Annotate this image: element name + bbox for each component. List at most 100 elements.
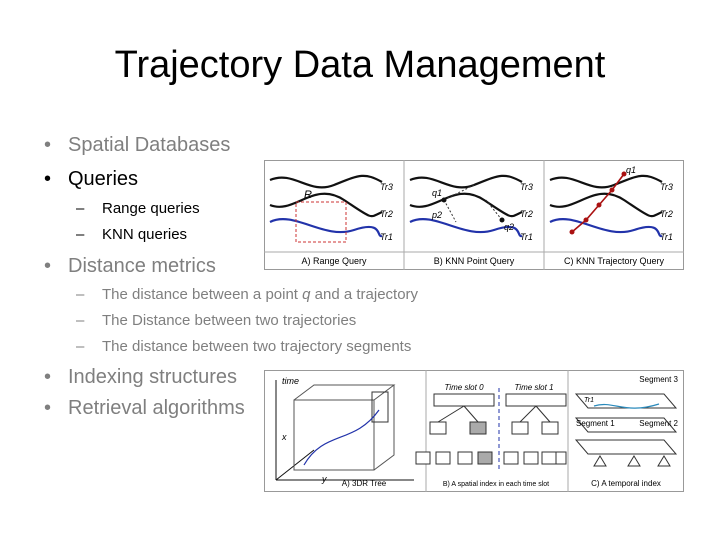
- slot0-label: Time slot 0: [444, 383, 484, 392]
- slide-title: Trajectory Data Management: [114, 44, 606, 86]
- query-point: [583, 217, 589, 223]
- time-axis-label: time: [282, 376, 299, 386]
- caption-knn-trajectory-query: C) KNN Trajectory Query: [564, 256, 665, 266]
- range-label: R: [304, 189, 312, 201]
- distance-line: [485, 199, 503, 221]
- distance-line: [443, 184, 475, 201]
- segment3-label: Segment 3: [639, 375, 678, 384]
- index-node: [511, 421, 529, 435]
- panel-spatial-index: Time slot 0 Time slot 1 B) A spatial ind…: [415, 383, 567, 488]
- tr1-label: Tr1: [380, 232, 393, 242]
- trajectory-tr1: [269, 218, 383, 238]
- dash-glyph: –: [76, 286, 85, 303]
- q2-label: q2: [504, 222, 514, 232]
- bullet-glyph: •: [44, 168, 52, 190]
- tr1-label: Tr1: [660, 232, 673, 242]
- panel-3dr-tree: time x y A) 3DR Tree: [275, 376, 414, 488]
- tr1-label: Tr1: [584, 397, 594, 404]
- bullet-label: Queries: [68, 168, 139, 190]
- bullet-label: Distance metrics: [68, 255, 216, 277]
- dash-glyph: –: [76, 200, 85, 217]
- panel-range-query: R Tr3 Tr2 Tr1 A) Range Query: [269, 174, 393, 266]
- query-point: [596, 202, 602, 208]
- query-point: [569, 229, 575, 235]
- leaf-nodes: [415, 451, 567, 465]
- range-region: [295, 201, 347, 243]
- slot1-root: [505, 393, 567, 407]
- trajectory-tr3: [409, 174, 523, 189]
- bullet-retrieval-algorithms: • Retrieval algorithms: [44, 397, 245, 420]
- bullet-glyph: •: [44, 366, 52, 388]
- q1-label: q1: [432, 188, 442, 198]
- caption-knn-point-query: B) KNN Point Query: [434, 256, 515, 266]
- segment3-plane: [574, 393, 678, 409]
- bullet-label: Spatial Databases: [68, 134, 231, 156]
- segment2-plane: [574, 417, 678, 433]
- tr2-label: Tr2: [660, 209, 673, 219]
- bullet-distance-metrics: •Distance metrics: [44, 255, 216, 278]
- tr3-label: Tr3: [660, 182, 673, 192]
- subitem-label-em: q: [302, 286, 311, 303]
- tr2-label: Tr2: [520, 209, 533, 219]
- subitem-label-pre: The distance between a point: [102, 286, 303, 303]
- segment1-label: Segment 1: [576, 419, 615, 428]
- bullet-spatial-databases: • Spatial Databases: [44, 134, 230, 157]
- tree-edges: [437, 405, 551, 423]
- bullet-label: Indexing structures: [68, 366, 237, 388]
- figure-border: [264, 160, 684, 270]
- caption-temporal-index: C) A temporal index: [591, 479, 661, 488]
- x-axis-label: x: [281, 432, 287, 442]
- panel-knn-point-query: q1 p2 q2 Tr3 Tr2 Tr1 B) KNN Point Query: [409, 174, 533, 266]
- dash-glyph: –: [76, 226, 85, 243]
- subitem-segment-distance: –The distance between two trajectory seg…: [76, 338, 411, 355]
- slot1-label: Time slot 1: [514, 383, 553, 392]
- index-node: [429, 421, 447, 435]
- bounding-box: [293, 399, 375, 471]
- subitem-knn-queries: –KNN queries: [76, 226, 187, 243]
- segment1-plane: [574, 439, 678, 455]
- tr3-label: Tr3: [380, 182, 393, 192]
- index-node: [469, 421, 487, 435]
- bullet-indexing-structures: • Indexing structures: [44, 366, 237, 389]
- bullet-glyph: •: [44, 397, 52, 419]
- dash-glyph: –: [76, 312, 85, 329]
- panel-knn-trajectory-query: q1 Tr3 Tr2 Tr1 C) KNN Trajectory Query: [549, 165, 673, 266]
- query-point: [609, 187, 615, 193]
- query-point-q2: [499, 217, 505, 223]
- tr3-label: Tr3: [520, 182, 533, 192]
- index-triangles: [593, 455, 671, 467]
- trajectory-tr1: [409, 218, 523, 238]
- subitem-trajectory-trajectory-distance: –The Distance between two trajectories: [76, 312, 356, 329]
- trajectory-tr3: [549, 174, 663, 189]
- q1-label: q1: [626, 165, 636, 175]
- query-types-figure: R Tr3 Tr2 Tr1 A) Range Query q1 p2 q2 Tr…: [264, 160, 684, 270]
- trajectory-tr2: [409, 192, 523, 218]
- tr2-label: Tr2: [380, 209, 393, 219]
- panel-temporal-index: Segment 3 Tr1 Segment 2 Segment 1 C) A t…: [574, 375, 679, 488]
- index-structures-figure: time x y A) 3DR Tree Time slot 0 Time sl…: [264, 370, 684, 492]
- subitem-point-trajectory-distance: –The distance between a point q and a tr…: [76, 286, 418, 303]
- trajectory: [593, 403, 660, 409]
- bullet-queries: • Queries: [44, 168, 138, 191]
- bullet-label: Retrieval algorithms: [68, 397, 245, 419]
- caption-spatial-index: B) A spatial index in each time slot: [443, 481, 549, 488]
- subitem-range-queries: –Range queries: [76, 200, 200, 217]
- caption-range-query: A) Range Query: [301, 256, 367, 266]
- subitem-label: KNN queries: [102, 226, 188, 243]
- query-types-diagram: R Tr3 Tr2 Tr1 A) Range Query q1 p2 q2 Tr…: [264, 160, 684, 270]
- dash-glyph: –: [76, 338, 85, 355]
- trajectory-tr3: [269, 174, 383, 189]
- inner-box: [371, 391, 389, 423]
- bullet-glyph: •: [44, 134, 52, 156]
- query-point: [621, 171, 627, 177]
- figure-border: [264, 370, 684, 492]
- tr1-label: Tr1: [520, 232, 533, 242]
- trajectory-tr1: [549, 218, 663, 238]
- index-node: [541, 421, 559, 435]
- distance-line: [443, 199, 457, 223]
- trajectory-tr2: [549, 192, 663, 218]
- query-point-q1: [441, 197, 447, 203]
- subitem-label: The Distance between two trajectories: [102, 312, 357, 329]
- index-structures-diagram: time x y A) 3DR Tree Time slot 0 Time sl…: [264, 370, 684, 492]
- caption-3dr-tree: A) 3DR Tree: [342, 479, 387, 488]
